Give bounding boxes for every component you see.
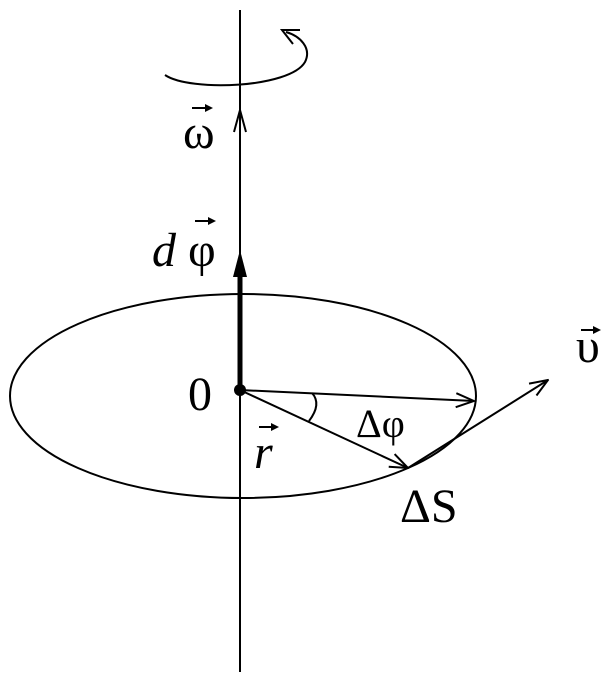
omega-label: ω [183,106,215,159]
velocity-vector [407,380,548,469]
vector-accent-icons [192,104,601,431]
angle-arc [308,392,318,422]
r-label: r [254,426,273,479]
rotation-arrowhead-icon [279,29,300,45]
delta-phi-label: Δφ [356,401,405,446]
circular-orbit [9,293,477,499]
velocity-label: υ [576,320,600,373]
rotation-direction-arrow-icon [164,31,308,87]
delta-s-label: ΔS [400,480,458,533]
dphi-arrowhead-icon [233,250,247,277]
radius-vector-r [239,389,408,468]
omega-arrowhead-icon [233,106,247,133]
dphi-label-d: d [152,224,177,277]
dphi-label-phi: φ [188,224,216,277]
origin-label: 0 [188,368,212,421]
radius-vector-upper [239,389,474,401]
